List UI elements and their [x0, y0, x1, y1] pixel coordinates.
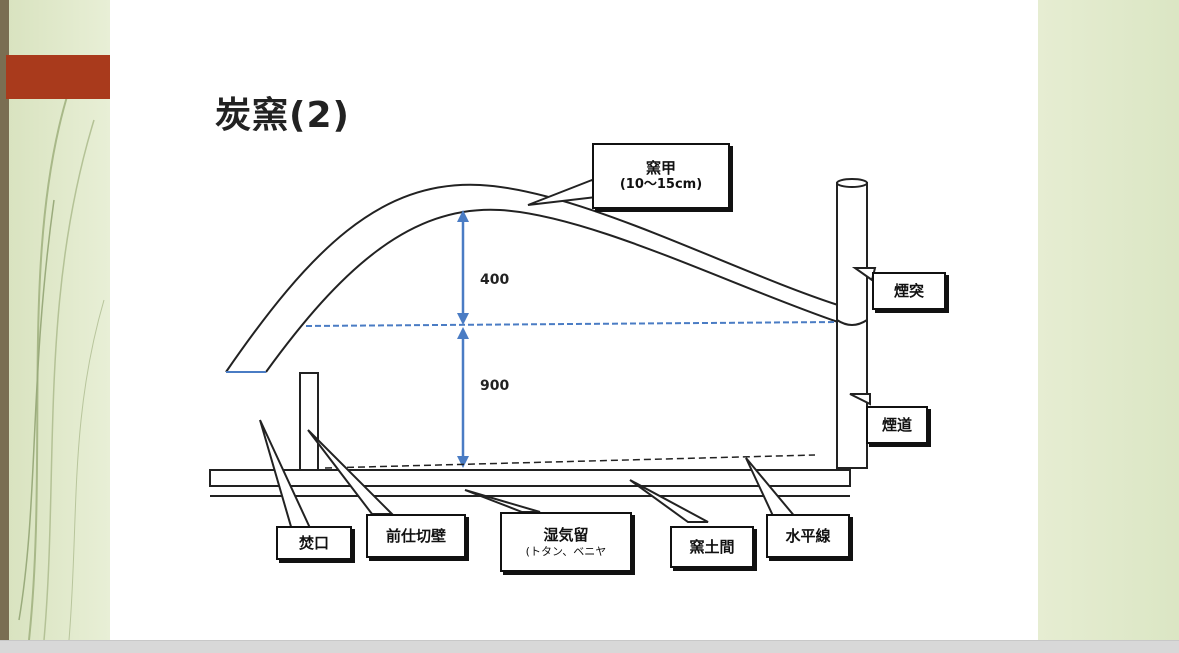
right-panel — [1038, 0, 1179, 640]
label-takiguchi: 焚口 — [276, 526, 352, 560]
left-decoration — [9, 0, 110, 641]
pointer-suiheisen — [745, 457, 799, 519]
slide-title: 炭窯(2) — [215, 95, 350, 136]
bottom-scrollbar-area — [0, 640, 1179, 653]
chimney-top — [836, 178, 868, 188]
label-kamakou-line2: (10〜15cm) — [619, 177, 703, 193]
label-entotsu: 煙突 — [872, 272, 946, 310]
left-edge-bar — [0, 0, 9, 640]
chimney-joint — [836, 319, 868, 326]
pointer-endou — [849, 393, 871, 406]
label-shikkidome-line2: (トタン、ベニヤ — [525, 544, 607, 558]
dome-inner — [265, 208, 839, 373]
label-shikkidome-line1: 湿気留 — [543, 525, 589, 544]
kiln-diagram — [209, 178, 877, 532]
dome-outer — [225, 183, 839, 373]
label-endou: 煙道 — [866, 406, 928, 444]
label-kamakou-line1: 窯甲 — [645, 158, 676, 177]
pointer-kamadoma — [629, 479, 709, 523]
grass-decoration — [18, 89, 105, 641]
label-maeshikiri: 前仕切壁 — [366, 514, 466, 558]
accent-band — [6, 55, 110, 99]
front-partition-wall — [299, 372, 319, 471]
label-suiheisen: 水平線 — [766, 514, 850, 558]
dimension-upper-label: 400 — [480, 272, 510, 288]
label-kamakou: 窯甲 (10〜15cm) — [592, 143, 730, 209]
slide: 炭窯(2) 400 9 — [110, 0, 1038, 640]
dimension-lower-label: 900 — [480, 378, 510, 394]
label-shikkidome: 湿気留 (トタン、ベニヤ — [500, 512, 632, 572]
mid-reference-line — [305, 321, 838, 327]
label-kamadoma: 窯土間 — [670, 526, 754, 568]
pointer-shikkidome — [464, 489, 541, 513]
moisture-line — [324, 454, 816, 469]
